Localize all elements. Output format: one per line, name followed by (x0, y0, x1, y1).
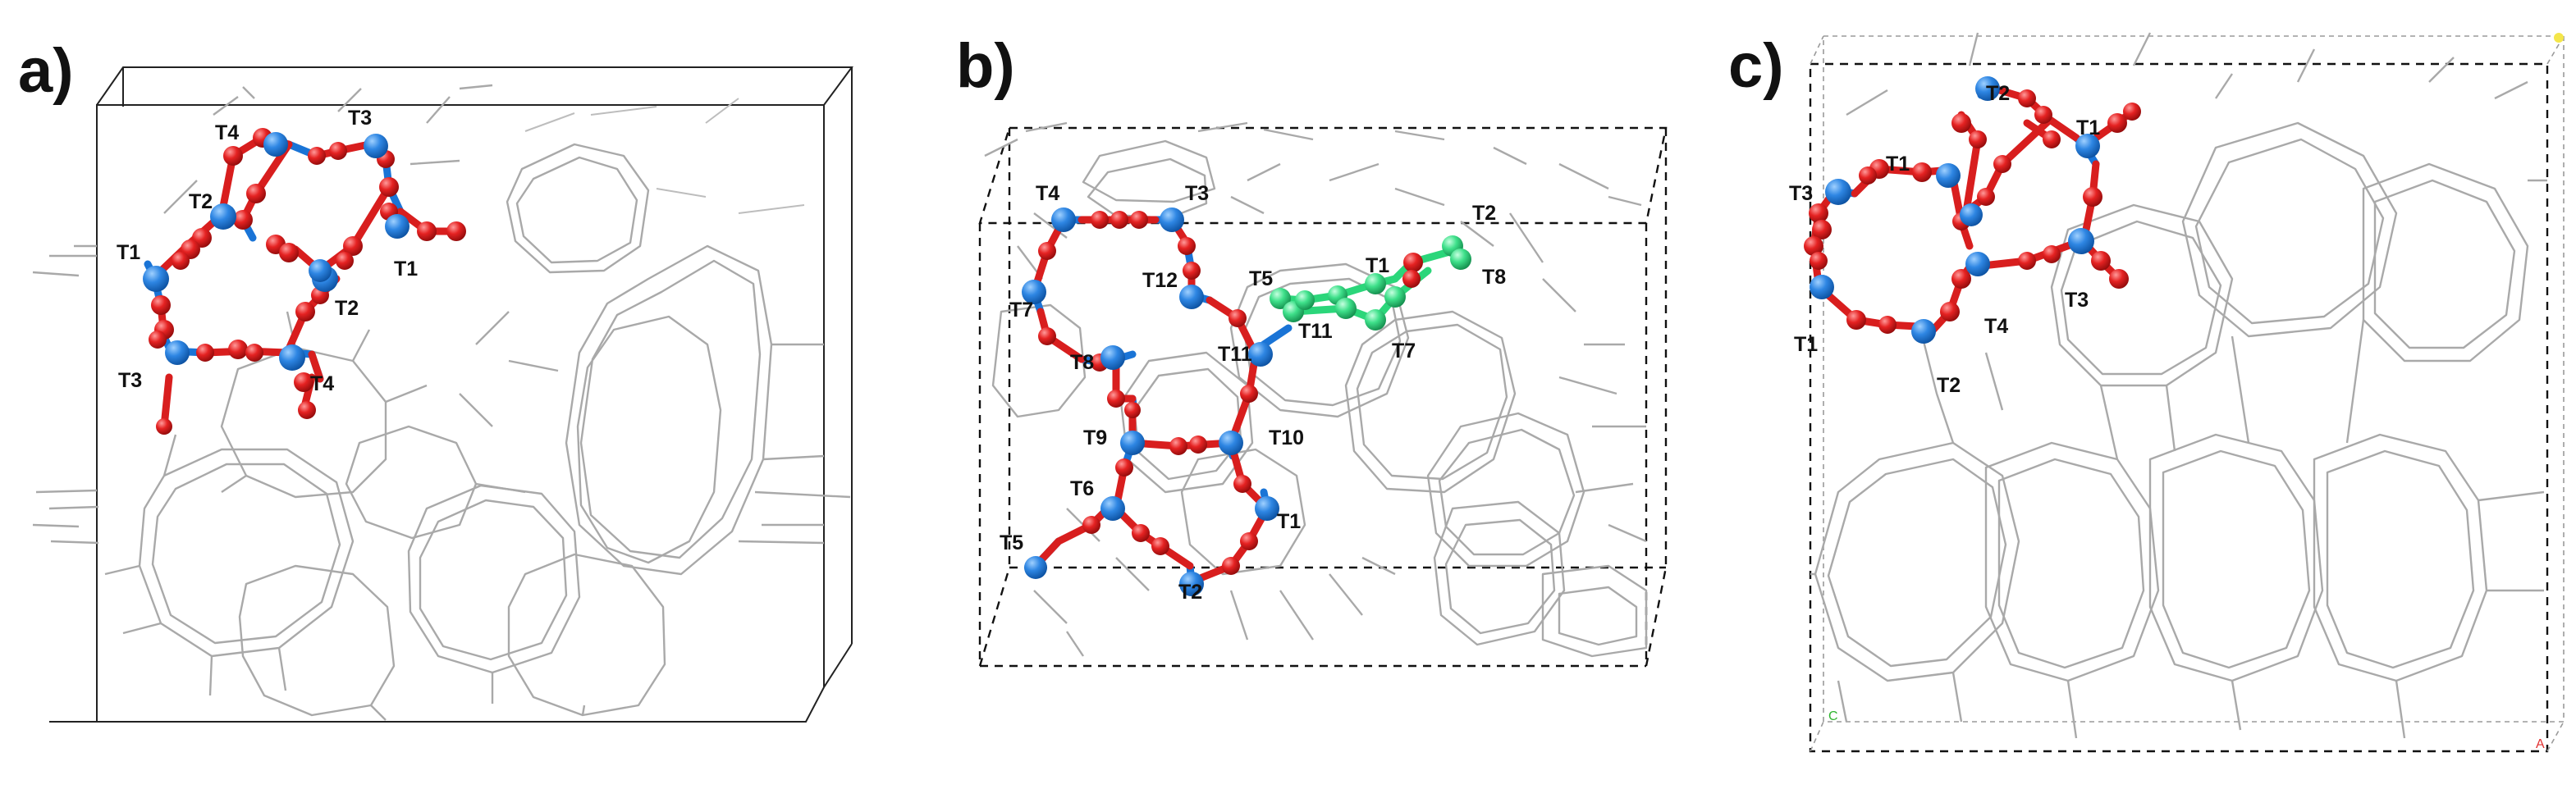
panel-c-framework (1810, 32, 2547, 739)
t-label: T3 (348, 107, 372, 130)
t-label: T3 (1789, 182, 1813, 205)
panel-c-t-labels: T2 T1 T1 T3 T3 T4 T1 T2 (1789, 82, 2100, 397)
t-label: T2 (1472, 202, 1496, 225)
t-label: T5 (1249, 267, 1273, 290)
t-label: T12 (1142, 269, 1178, 292)
t-label: T1 (2076, 116, 2100, 139)
t-label: T4 (1036, 182, 1059, 205)
t-label: T2 (1937, 374, 1961, 397)
panel-a-framework (32, 84, 851, 721)
t-label: T1 (117, 241, 140, 264)
axis-a-label: A (2536, 737, 2545, 751)
panel-a-atoms (143, 128, 466, 435)
panel-c-axis-indicators: C A (1828, 709, 2545, 751)
t-label: T8 (1070, 351, 1094, 374)
panel-b-label: b) (956, 31, 1015, 101)
panel-a-t-labels: T4 T3 T2 T1 T1 T2 T3 T4 (117, 107, 418, 395)
t-label: T1 (394, 258, 418, 280)
t-label: T2 (1986, 82, 2010, 105)
panel-b-green-fragment (1270, 235, 1471, 331)
t-label: T1 (1886, 153, 1910, 176)
panel-c-label: c) (1728, 31, 1784, 101)
panel-a-label: a) (18, 36, 74, 106)
t-label: T3 (118, 369, 142, 392)
t-label: T4 (215, 121, 239, 144)
t-label: T10 (1269, 426, 1304, 449)
panel-c: c) (1728, 31, 2565, 753)
panel-a: a) (18, 36, 853, 723)
t-label: T1 (1366, 254, 1389, 277)
t-label: T4 (1984, 315, 2008, 338)
t-label: T8 (1482, 266, 1506, 289)
panel-b: b) (956, 31, 1668, 668)
t-label: T1 (1277, 510, 1301, 533)
t-label: T6 (1070, 477, 1094, 500)
t-label: T4 (310, 372, 334, 395)
panel-c-unit-cell (1809, 33, 2565, 753)
t-label: T1 (1794, 333, 1818, 356)
panel-b-t-labels: T4 T3 T12 T5 T1 T2 T8 T7 T11 T11 T7 T8 T… (1000, 182, 1506, 604)
panel-b-unit-cell (978, 126, 1668, 668)
t-label: T3 (1185, 182, 1209, 205)
panel-b-framework (984, 121, 1648, 658)
panel-c-atoms (1804, 76, 2141, 344)
t-label: T7 (1392, 340, 1416, 363)
t-label: T2 (1178, 581, 1202, 604)
t-label: T11 (1218, 343, 1252, 366)
t-label: T9 (1083, 426, 1107, 449)
panel-a-unit-cell (49, 66, 853, 723)
t-label: T7 (1009, 299, 1033, 321)
panel-b-atoms (1022, 207, 1279, 596)
t-label: T3 (2065, 289, 2089, 312)
axis-c-label: C (1828, 709, 1838, 723)
t-label: T2 (335, 297, 359, 320)
t-label: T11 (1298, 320, 1333, 343)
t-label: T5 (1000, 531, 1023, 554)
t-label: T2 (189, 190, 213, 213)
